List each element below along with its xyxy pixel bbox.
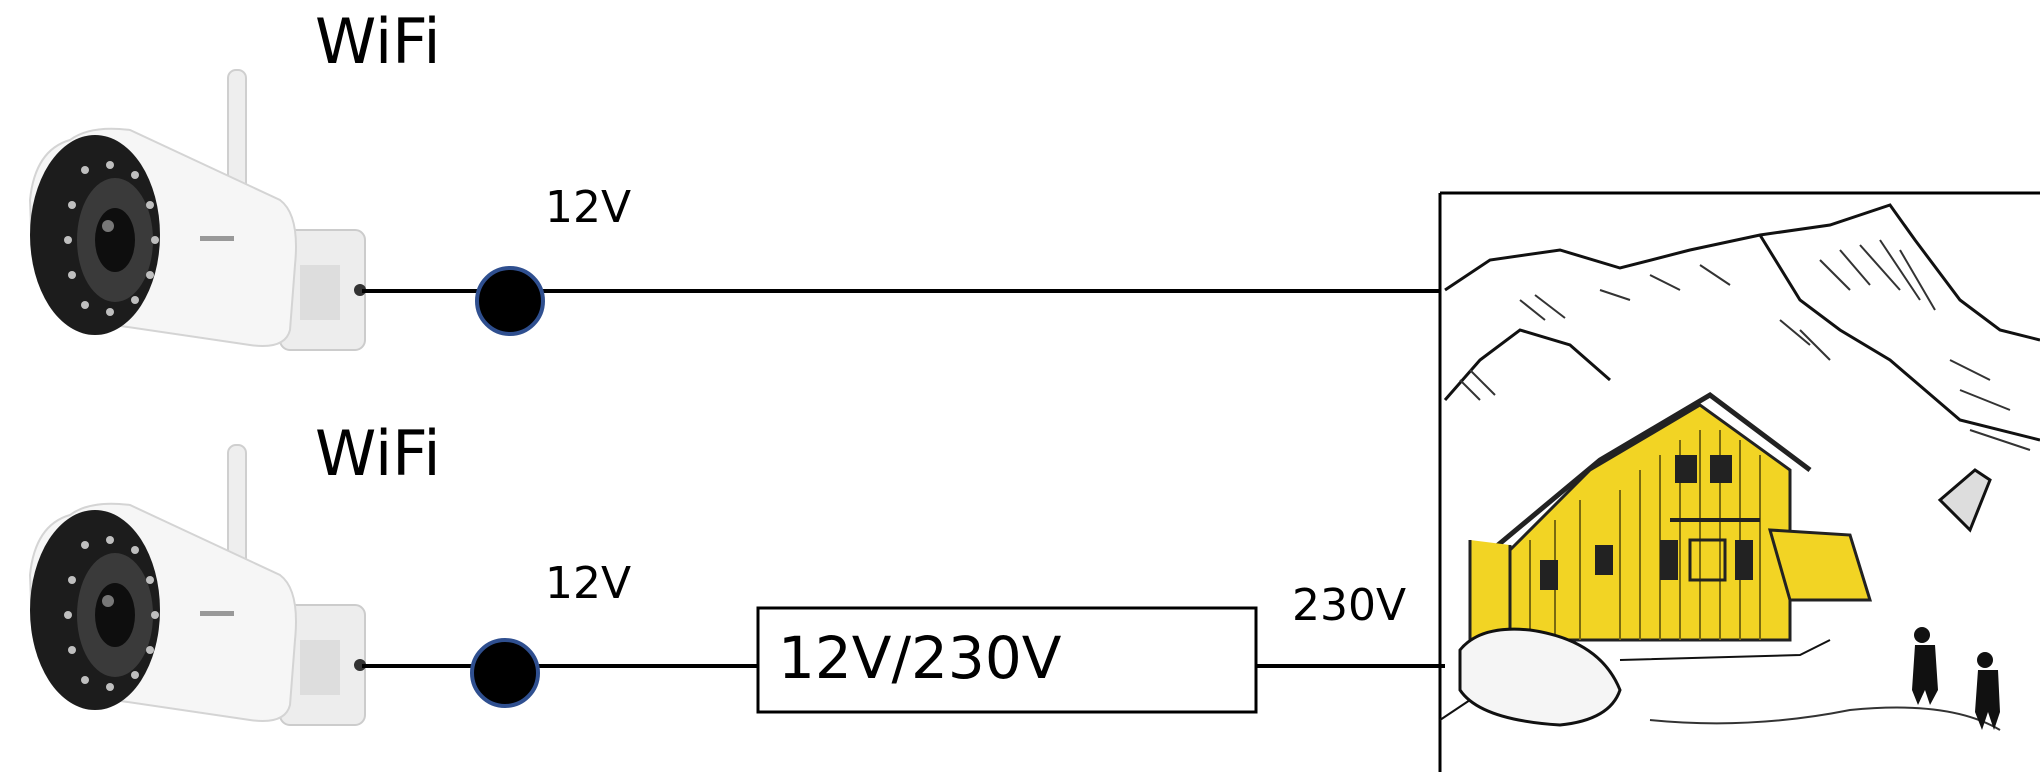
converter-box	[756, 606, 1258, 714]
camera-icon	[28, 444, 366, 726]
voltage-label: 12V	[545, 558, 631, 609]
connector-icon	[475, 266, 545, 336]
camera-icon	[28, 69, 366, 351]
mains-voltage-label: 230V	[1292, 580, 1406, 631]
connector-icon	[470, 638, 540, 708]
mountain-hut-illustration	[1438, 191, 2040, 772]
voltage-label: 12V	[545, 182, 631, 233]
converter-label: 12V/230V	[778, 624, 1062, 692]
wifi-label: WiFi	[315, 417, 441, 490]
wifi-label: WiFi	[315, 5, 441, 78]
